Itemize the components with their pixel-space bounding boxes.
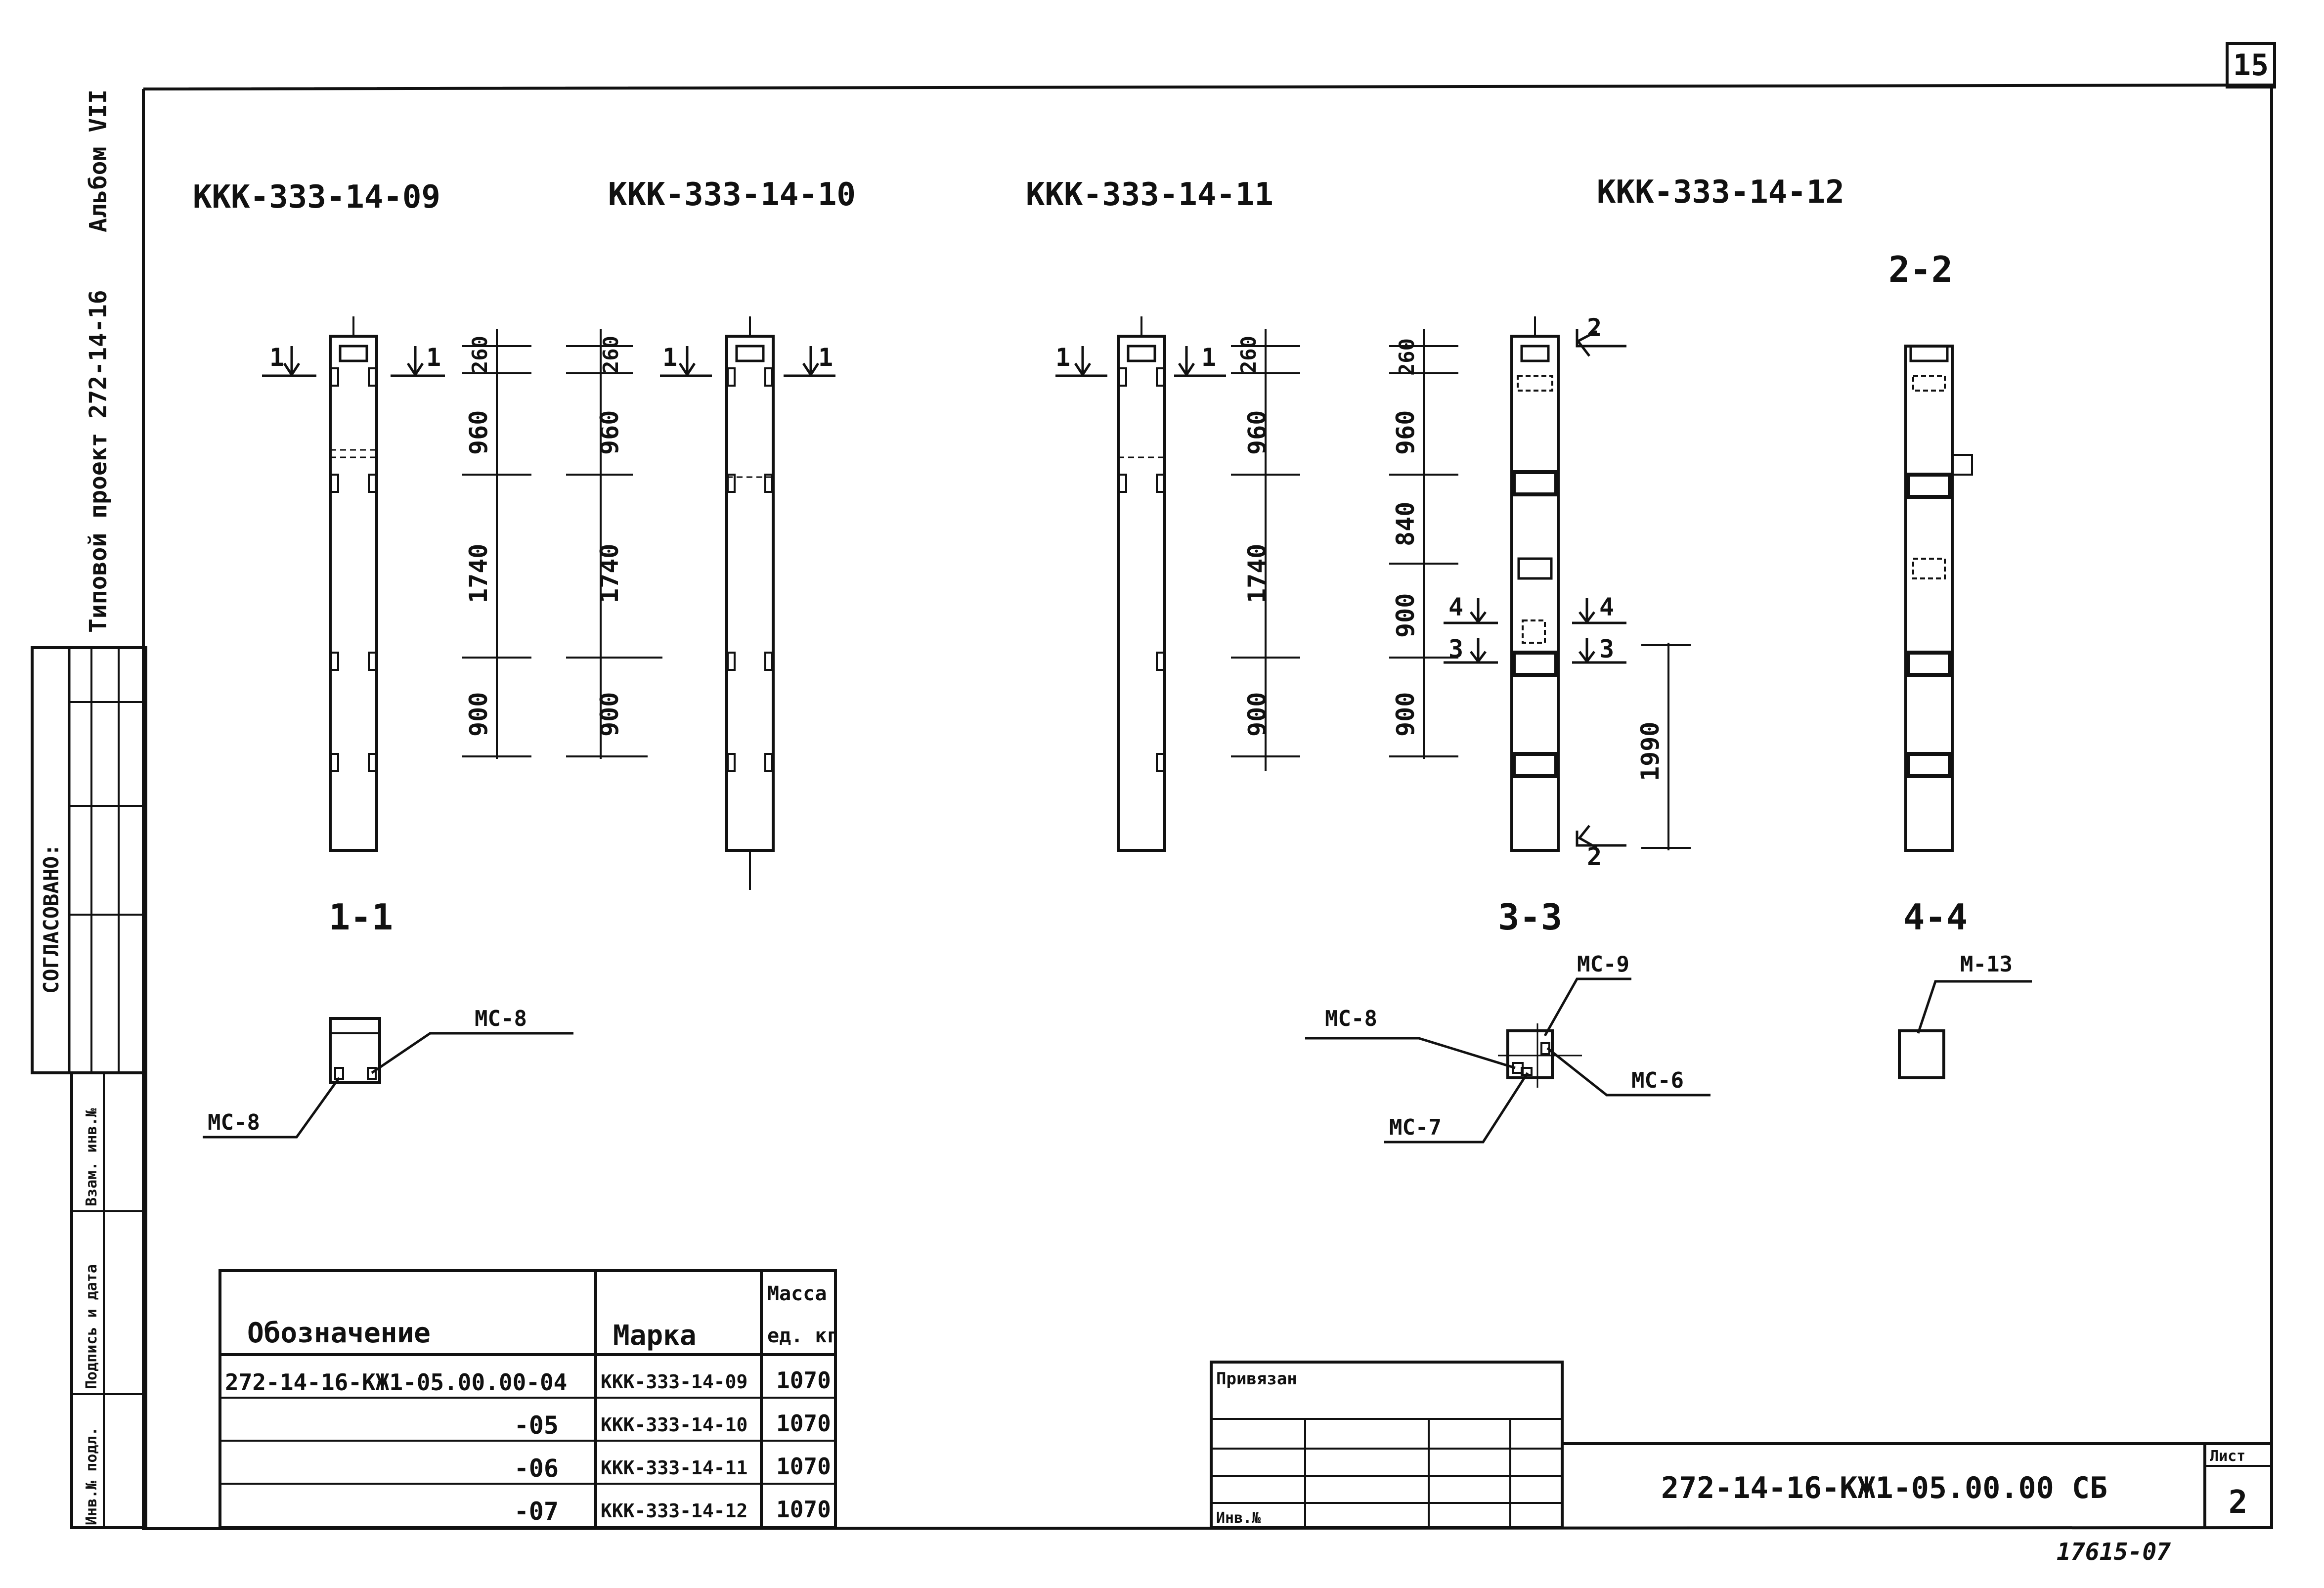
- dim-900b-12: 900: [1391, 692, 1420, 737]
- section-3-3-detail: МС-9 МС-8 МС-6 МС-7: [1305, 952, 1710, 1144]
- dim-900-11: 900: [1243, 692, 1272, 737]
- column-12: 2 2 4 3 4 3 1990: [1444, 313, 1691, 871]
- callout-mc8-top: МС-8: [475, 1006, 527, 1031]
- dim-840-12: 840: [1391, 502, 1420, 546]
- album-label: Альбом VII: [85, 89, 112, 232]
- dim-260-10: 260: [599, 336, 623, 373]
- sec-mark-3-right: 3: [1599, 635, 1614, 663]
- footer-number: 17615-07: [2057, 1538, 2171, 1566]
- dim-1740-10: 1740: [595, 544, 624, 603]
- section-1-1-label: 1-1: [329, 896, 393, 938]
- spec-row-1-mark: ККК-333-14-09: [601, 1371, 747, 1393]
- page-number: 15: [2233, 48, 2269, 83]
- column-11: 1 1: [1055, 316, 1226, 852]
- dim-900-09: 900: [464, 692, 493, 737]
- sec-mark-1-right: 1: [426, 343, 441, 372]
- spec-row-3-mark: ККК-333-14-11: [601, 1457, 747, 1479]
- title-09: ККК-333-14-09: [193, 179, 440, 216]
- sec-mark-4-left: 4: [1448, 593, 1463, 621]
- callout-mc8-section3: МС-8: [1325, 1006, 1377, 1031]
- dims-12: 260 960 840 900 900: [1389, 329, 1458, 759]
- dim-1990: 1990: [1636, 722, 1665, 781]
- dim-1740-09: 1740: [464, 544, 493, 603]
- stamp-inv-podl: Инв.№ подл.: [83, 1427, 100, 1525]
- dim-960-11: 960: [1243, 410, 1272, 455]
- spec-row-3-mass: 1070: [776, 1453, 831, 1480]
- project-label: Типовой проект 272-14-16: [85, 290, 112, 633]
- spec-row-2-mass: 1070: [776, 1410, 831, 1437]
- title-12: ККК-333-14-12: [1597, 174, 1844, 211]
- spec-table: Обозначение Марка Масса ед. кг 272-14-16…: [219, 1269, 839, 1529]
- dim-960-12: 960: [1391, 410, 1420, 455]
- dims-11: 260 960 1740 900: [1231, 329, 1300, 771]
- sheet-number: 2: [2229, 1484, 2248, 1521]
- sec-mark-1-left-11: 1: [1055, 343, 1070, 372]
- sec-mark-1-left-10: 1: [662, 343, 677, 372]
- section-1-1-detail: МС-8 МС-8: [203, 1006, 573, 1139]
- sec-mark-4-right: 4: [1599, 593, 1614, 621]
- spec-row-1-designation: 272-14-16-КЖ1-05.00.00-04: [225, 1369, 567, 1396]
- dim-260-09: 260: [468, 336, 492, 373]
- spec-row-4-mass: 1070: [776, 1496, 831, 1523]
- title-10: ККК-333-14-10: [608, 176, 856, 213]
- binding-box: Привязан Инв.№: [1210, 1361, 1564, 1529]
- dim-260-11: 260: [1236, 336, 1261, 373]
- title-block: 272-14-16-КЖ1-05.00.00 СБ Лист 2: [1562, 1442, 2272, 1528]
- dim-900-10: 900: [595, 692, 624, 737]
- spec-header-mass-bottom: ед. кг: [767, 1324, 839, 1347]
- column-10: 260 960 1740 900 1 1: [566, 316, 835, 890]
- dims-09: 260 960 1740 900: [462, 329, 531, 759]
- callout-mc7: МС-7: [1389, 1115, 1442, 1140]
- binding-inv: Инв.№: [1216, 1509, 1261, 1527]
- side-labels: Альбом VII Типовой проект 272-14-16: [85, 89, 112, 633]
- dim-1740-11: 1740: [1243, 544, 1272, 603]
- section-4-4-detail: М-13: [1898, 952, 2032, 1079]
- binding-title: Привязан: [1216, 1369, 1297, 1389]
- dim-900a-12: 900: [1391, 593, 1420, 638]
- column-09: 1 1: [262, 316, 445, 852]
- callout-mc9: МС-9: [1577, 952, 1629, 977]
- dim-260-12: 260: [1395, 338, 1419, 376]
- title-block-code: 272-14-16-КЖ1-05.00.00 СБ: [1661, 1471, 2107, 1505]
- spec-row-3-designation: -06: [514, 1454, 559, 1483]
- callout-mc6: МС-6: [1631, 1068, 1684, 1093]
- spec-row-1-mass: 1070: [776, 1367, 831, 1394]
- spec-header-designation: Обозначение: [247, 1317, 431, 1349]
- stamp-signature-date: Подпись и дата: [83, 1264, 100, 1389]
- sec-mark-1-right-10: 1: [818, 343, 833, 372]
- inventory-stamp: Инв.№ подл. Подпись и дата Взам. инв.№: [70, 1071, 147, 1529]
- sec-mark-1-left: 1: [269, 343, 284, 372]
- sheet-label: Лист: [2210, 1448, 2245, 1465]
- sheet-frame: [142, 83, 2273, 1531]
- sec-mark-1-right-11: 1: [1201, 343, 1216, 372]
- spec-row-2-designation: -05: [514, 1411, 559, 1440]
- dim-960-09: 960: [464, 410, 493, 455]
- section-2-2: 2-2: [1888, 249, 1973, 852]
- page-number-box: 15: [2226, 42, 2276, 88]
- agreed-stamp: СОГЛАСОВАНО:: [31, 646, 147, 1074]
- callout-mc8-bottom: МС-8: [208, 1110, 260, 1135]
- stamp-vzam-inv: Взам. инв.№: [83, 1107, 100, 1206]
- spec-row-4-designation: -07: [514, 1497, 559, 1526]
- section-2-2-label: 2-2: [1888, 249, 1953, 290]
- spec-header-mass-top: Масса: [767, 1282, 827, 1305]
- sec-mark-3-left: 3: [1448, 635, 1463, 663]
- callout-m13: М-13: [1960, 952, 2013, 977]
- spec-header-mark: Марка: [613, 1320, 697, 1352]
- dim-960-10: 960: [595, 410, 624, 455]
- section-3-3-label: 3-3: [1498, 896, 1562, 938]
- agreed-label: СОГЛАСОВАНО:: [39, 844, 63, 994]
- column-titles: ККК-333-14-09 ККК-333-14-10 ККК-333-14-1…: [193, 174, 1844, 216]
- spec-row-4-mark: ККК-333-14-12: [601, 1500, 747, 1522]
- title-11: ККК-333-14-11: [1026, 176, 1273, 213]
- spec-row-2-mark: ККК-333-14-10: [601, 1414, 747, 1436]
- section-4-4-label: 4-4: [1903, 896, 1968, 938]
- sec-mark-2-bottom: 2: [1587, 842, 1602, 871]
- sec-mark-2-top: 2: [1587, 313, 1602, 342]
